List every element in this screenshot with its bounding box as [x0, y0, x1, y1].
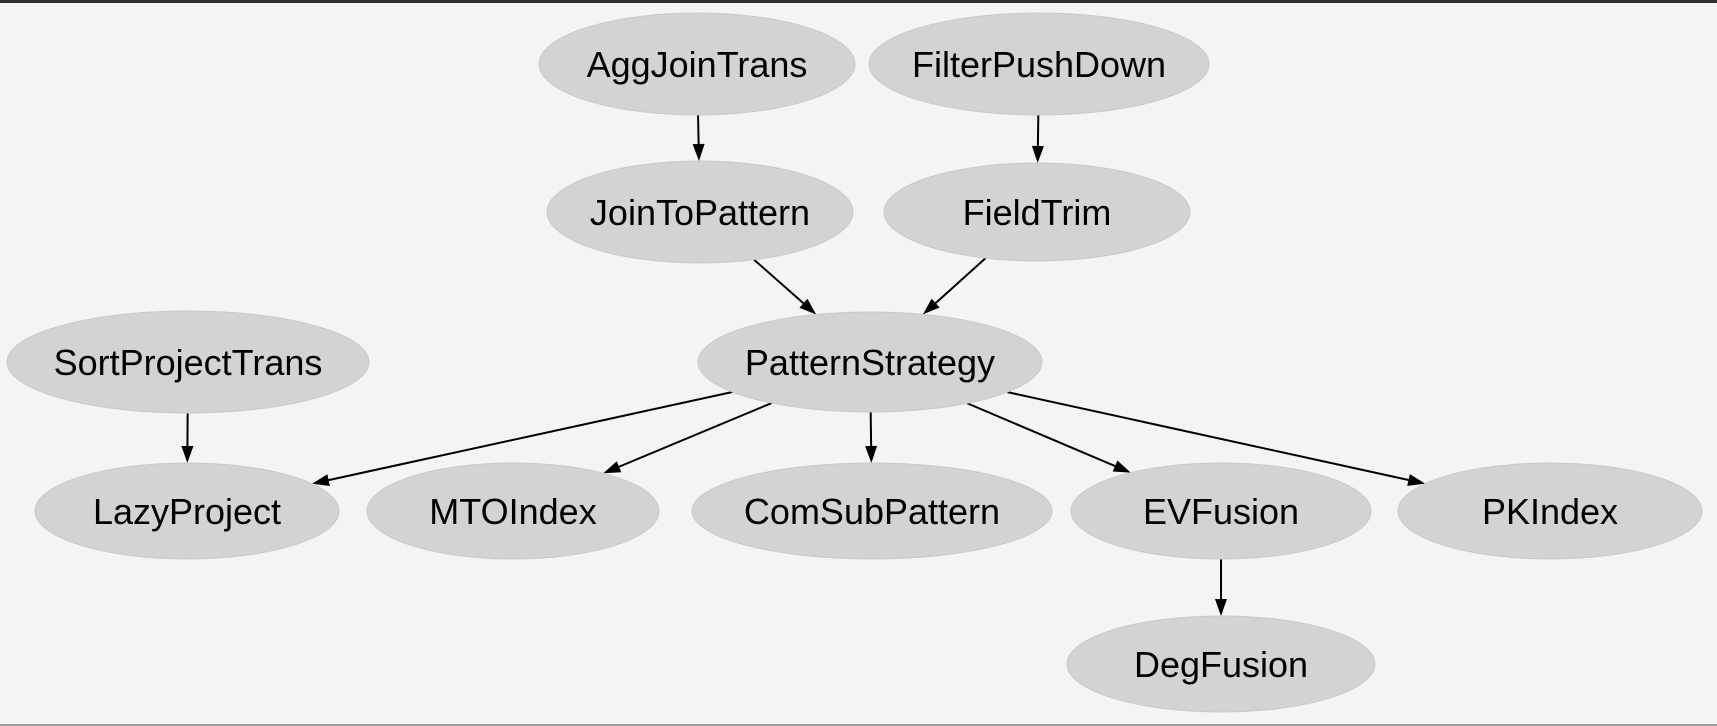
graph-edge-AggJoinTrans-to-JoinToPattern — [692, 114, 705, 162]
node-label-FilterPushDown: FilterPushDown — [912, 44, 1166, 85]
node-label-PKIndex: PKIndex — [1482, 491, 1618, 532]
node-shape-PKIndex — [1397, 462, 1703, 560]
node-label-JoinToPattern: JoinToPattern — [590, 192, 810, 233]
arrowhead-icon — [603, 461, 622, 474]
graph-edge-PatternStrategy-to-LazyProject — [312, 391, 733, 486]
edge-line — [753, 258, 805, 305]
graph-node-PatternStrategy: PatternStrategy — [697, 311, 1043, 413]
graph-edge-PatternStrategy-to-ComSubPattern — [865, 411, 878, 464]
graph-node-FilterPushDown: FilterPushDown — [868, 12, 1210, 116]
top-border-line — [0, 0, 1717, 3]
node-label-SortProjectTrans: SortProjectTrans — [54, 342, 323, 383]
graph-edge-FilterPushDown-to-FieldTrim — [1031, 114, 1044, 164]
graph-edge-PatternStrategy-to-PKIndex — [1007, 391, 1426, 486]
node-shape-EVFusion — [1070, 462, 1372, 560]
graph-edge-SortProjectTrans-to-LazyProject — [181, 412, 194, 464]
node-shape-FieldTrim — [883, 162, 1191, 262]
graph-node-SortProjectTrans: SortProjectTrans — [6, 310, 370, 414]
graph-node-DegFusion: DegFusion — [1066, 615, 1376, 713]
edge-layer — [181, 114, 1426, 616]
node-shape-AggJoinTrans — [538, 12, 856, 116]
node-label-MTOIndex: MTOIndex — [429, 491, 596, 532]
graph-edge-JoinToPattern-to-PatternStrategy — [753, 258, 817, 315]
node-shape-SortProjectTrans — [6, 310, 370, 414]
graph-edge-EVFusion-to-DegFusion — [1215, 559, 1227, 616]
graph-node-LazyProject: LazyProject — [34, 462, 340, 560]
graph-node-EVFusion: EVFusion — [1070, 462, 1372, 560]
node-shape-LazyProject — [34, 462, 340, 560]
node-label-DegFusion: DegFusion — [1134, 644, 1308, 685]
edge-line — [1007, 391, 1409, 481]
graph-edge-FieldTrim-to-PatternStrategy — [922, 257, 987, 315]
edge-line — [934, 257, 987, 304]
arrowhead-icon — [922, 298, 940, 315]
graph-edge-PatternStrategy-to-MTOIndex — [603, 402, 773, 474]
edge-line — [966, 402, 1116, 467]
graph-node-MTOIndex: MTOIndex — [366, 462, 660, 560]
node-label-PatternStrategy: PatternStrategy — [745, 342, 995, 383]
node-shape-DegFusion — [1066, 615, 1376, 713]
graph-node-ComSubPattern: ComSubPattern — [691, 462, 1053, 560]
node-shape-ComSubPattern — [691, 462, 1053, 560]
bottom-border-line — [0, 724, 1717, 726]
arrowhead-icon — [1215, 599, 1227, 616]
node-shape-MTOIndex — [366, 462, 660, 560]
graph-node-JoinToPattern: JoinToPattern — [546, 160, 854, 264]
node-label-LazyProject: LazyProject — [93, 491, 281, 532]
node-label-FieldTrim: FieldTrim — [963, 192, 1112, 233]
arrowhead-icon — [312, 474, 330, 486]
graph-node-FieldTrim: FieldTrim — [883, 162, 1191, 262]
node-label-AggJoinTrans: AggJoinTrans — [587, 44, 808, 85]
graph-node-PKIndex: PKIndex — [1397, 462, 1703, 560]
node-label-ComSubPattern: ComSubPattern — [744, 491, 1000, 532]
arrowhead-icon — [181, 445, 194, 464]
node-shape-PatternStrategy — [697, 311, 1043, 413]
graph-edge-PatternStrategy-to-EVFusion — [966, 402, 1131, 473]
edge-line — [328, 391, 733, 482]
arrowhead-icon — [1031, 145, 1044, 164]
edge-line — [618, 402, 773, 468]
arrowhead-icon — [692, 143, 705, 162]
edge-line — [697, 114, 700, 145]
arrowhead-icon — [865, 445, 878, 464]
graph-node-AggJoinTrans: AggJoinTrans — [538, 12, 856, 116]
node-label-EVFusion: EVFusion — [1143, 491, 1299, 532]
arrowhead-icon — [1112, 460, 1131, 473]
node-shape-JoinToPattern — [546, 160, 854, 264]
arrowhead-icon — [799, 298, 817, 315]
node-shape-FilterPushDown — [868, 12, 1210, 116]
arrowhead-icon — [1407, 474, 1426, 486]
